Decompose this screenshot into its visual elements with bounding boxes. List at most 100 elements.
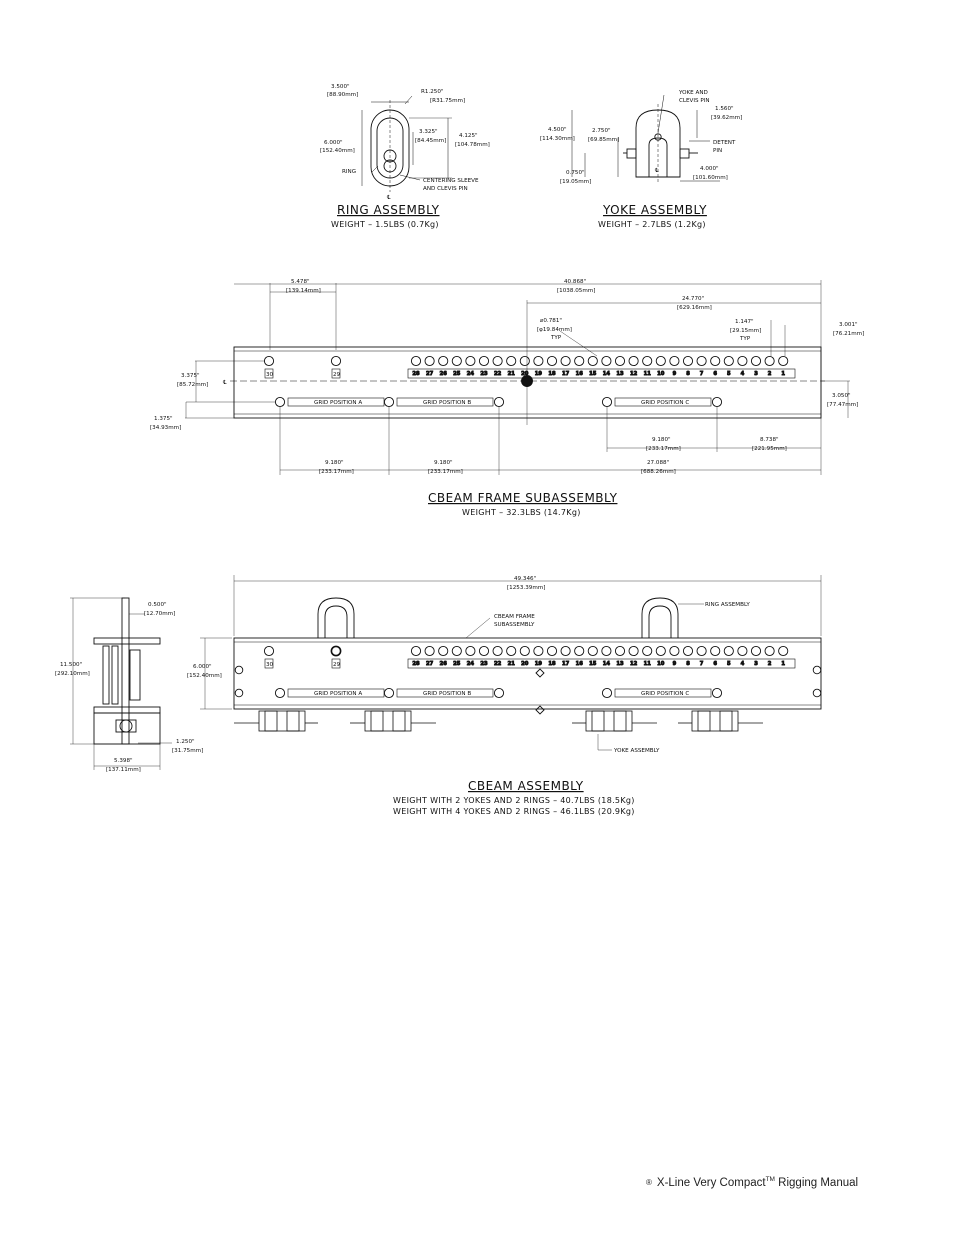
yoke-detent-label-2: PIN [713,148,722,154]
frame-hole-number-7: 7 [700,371,704,377]
cbeam-hole-6 [710,645,721,657]
cbeam-hole-2 [764,645,775,657]
frame-hole-4 [737,355,748,367]
cbeam-hole-number-20: 20 [521,661,529,667]
frame-hole-22 [492,355,503,367]
cbeam-hole-9 [669,645,680,657]
cbeam-assembly-labels: 49.346" [1253.39mm] RING ASSEMBLY CBEAM … [187,576,750,816]
cbeam-hole-number-17: 17 [562,661,570,667]
ring-radius-mm: [R31.75mm] [430,98,465,104]
cbeam-hole-number-28: 28 [412,661,420,667]
cbeam-hole-number-6: 6 [713,661,717,667]
cbeam-hole-number-18: 18 [548,661,556,667]
cbeam-hole-number-21: 21 [508,661,516,667]
frame-dim-1375-mm: [34.93mm] [150,425,181,431]
yoke-bottom-dim: 0.750" [566,170,585,176]
yoke-height-mm: [114.30mm] [540,136,575,142]
cbeam-length-dim: 49.346" [514,576,537,582]
side-pin-mm: [31.75mm] [172,748,203,754]
frame-hole-19 [533,355,544,367]
frame-hole-number-28: 28 [412,371,420,377]
cbeam-hole-4 [737,645,748,657]
cbeam-hole-13 [614,645,626,657]
ring-radius-dim: R1.250" [421,89,444,95]
frame-hole-26 [438,355,449,367]
frame-hole-27 [424,355,435,367]
cbeam-hole-number-11: 11 [644,661,652,667]
frame-hole-number-16: 16 [576,371,584,377]
frame-hole-number-10: 10 [657,371,665,377]
side-width-mm: [137.11mm] [106,767,141,773]
cbeam-hole-21 [506,645,517,657]
cbeam-hole-18 [546,645,558,657]
frame-centerline-symbol: ℄ [223,379,227,386]
yoke-top-mm: [39.62mm] [711,115,742,121]
cbeam-hole-5 [723,645,734,657]
frame-dim-1147: 1.147" [735,319,754,325]
frame-dim-9180-b: 9.180" [434,460,453,466]
footer-suffix: Rigging Manual [774,1176,859,1189]
frame-hole-number-9: 9 [673,371,677,377]
frame-hole-21 [506,355,517,367]
frame-hole-number-25: 25 [453,371,461,377]
cbeam-height-mm: [152.40mm] [187,673,222,679]
yoke-clevis-label-2: CLEVIS PIN [679,98,710,104]
yoke-mid-mm: [69.85mm] [588,137,619,143]
ring-height-dim: 6.000" [324,140,343,146]
frame-hole-typ: TYP [550,335,562,341]
ring-outer-dim: 4.125" [459,133,478,139]
yoke-assembly-labels: YOKE AND CLEVIS PIN 1.560" [39.62mm] 4.5… [540,90,742,229]
ring-outer-mm: [104.78mm] [455,142,490,148]
frame-hole-9 [669,355,680,367]
cbeam-hole-number-10: 10 [657,661,665,667]
frame-subassembly-weight: WEIGHT – 32.3LBS (14.7Kg) [462,508,581,517]
cbeam-hole-number-16: 16 [576,661,584,667]
cbeam-hole-12 [628,645,639,657]
cbeam-hole-7 [696,645,707,657]
frame-left-num-30: 30 [266,372,274,378]
frame-hole-number-17: 17 [562,371,570,377]
frame-hole-18 [546,355,558,367]
yoke-detent-label-1: DETENT [713,140,736,146]
cbeam-hole-number-4: 4 [741,661,745,667]
cbeam-assembly-weight-2: WEIGHT WITH 4 YOKES AND 2 RINGS – 46.1LB… [393,807,635,816]
cbeam-hole-16 [574,645,585,657]
cbeam-hole-number-14: 14 [603,661,611,667]
frame-hole-number-1: 1 [781,371,785,377]
cbeam-hole-8 [682,645,694,657]
frame-hole-number-15: 15 [589,371,597,377]
frame-grid-position-c: GRID POSITION C [641,400,689,406]
cbeam-hole-27 [424,645,435,657]
frame-dim-5478-mm: [139.14mm] [286,288,321,294]
cbeam-grid-position-b: GRID POSITION B [423,691,471,697]
cbeam-hole-3 [750,645,762,657]
cbeam-height-dim: 6.000" [193,664,212,670]
frame-hole-17 [560,355,571,367]
cbeam-hole-number-2: 2 [768,661,772,667]
cbeam-hole-number-9: 9 [673,661,677,667]
cbeam-hole-10 [655,645,666,657]
frame-dim-3050-mm: [77.47mm] [827,402,858,408]
cbeam-hole-number-8: 8 [686,661,690,667]
cbeam-hole-1 [778,645,789,657]
yoke-clevis-label-1: YOKE AND [678,90,708,96]
cbeam-grid-position-c: GRID POSITION C [641,691,689,697]
frame-grid-position-b: GRID POSITION B [423,400,471,406]
frame-dim-5478: 5.478" [291,279,310,285]
cbeam-hole-20 [519,645,530,657]
cbeam-hole-17 [560,645,571,657]
ring-inner-mm: [84.45mm] [415,138,446,144]
frame-hole-number-19: 19 [535,371,543,377]
cbeam-grid-position-a: GRID POSITION A [314,691,362,697]
frame-hole-23 [478,355,490,367]
cbeam-hole-22 [492,645,503,657]
frame-hole-24 [465,355,476,367]
yoke-width-dim: 4.000" [700,166,719,172]
frame-dim-9180-c: 9.180" [652,437,671,443]
trademark-mark: TM [765,1176,775,1183]
frame-hole-number-22: 22 [494,371,502,377]
frame-dim-24770-mm: [629.16mm] [677,305,712,311]
cbeam-hole-number-7: 7 [700,661,704,667]
